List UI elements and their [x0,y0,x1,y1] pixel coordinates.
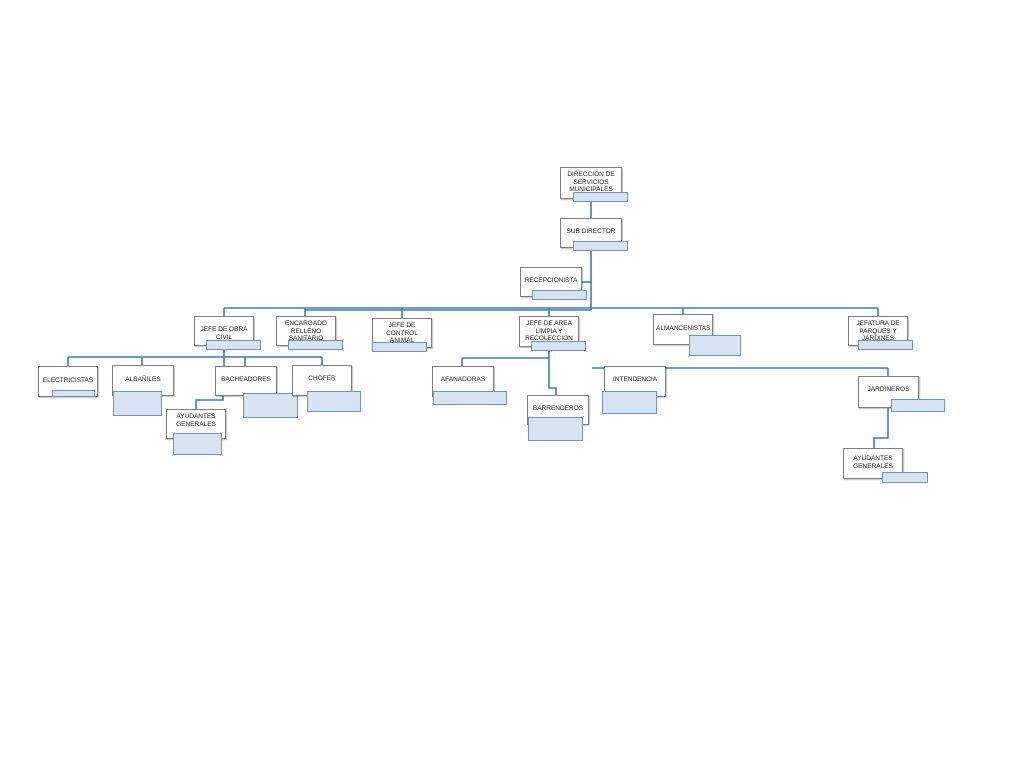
subbox-jefe-control [372,342,427,352]
node-label: BACHEADORES [221,376,271,383]
node-label: DIRECCION DE SERVICIOS MUNICIPALES [567,171,615,193]
subbox-jefe-area [531,341,586,351]
connector-ayudantes-2 [873,408,889,448]
connector-ayudantes-1 [195,396,224,409]
subbox-albaniles [113,391,162,416]
subbox-direccion [573,192,628,202]
node-label: CHOFER [308,375,336,382]
node-label: JEFE DE OBRA CIVIL [200,326,248,341]
node-label: AYUDANTES GENERALES [853,455,893,470]
node-label: BARRENDEROS [532,405,584,412]
subbox-ayudantes-2 [882,472,928,483]
node-label: ALMANCENISTAS [656,325,711,332]
node-label: ENCARGADO RELLENO SANITARIO [285,320,327,342]
node-label: AYUDANTES GENERALES [176,413,216,428]
subbox-afanadoras [433,391,507,405]
subbox-chofer [307,391,361,412]
subbox-encargado-relleno [288,340,343,350]
subbox-electricistas [52,390,95,397]
node-label: SUB DIRECTOR [566,228,616,235]
subbox-bacheadores [243,393,298,418]
node-label: ALBAÑILES [125,376,161,383]
subbox-barrenderos [528,417,583,441]
node-chofer: CHOFER [292,365,352,396]
node-albaniles: ALBAÑILES [112,365,174,396]
subbox-jardineros [891,399,945,412]
node-label: RECEPCIONISTA [524,277,578,284]
connector-barrenderos-a [548,358,557,395]
subbox-jefatura-parques [858,340,913,350]
node-label: JARDINEROS [867,386,910,393]
subbox-recepcionista [532,290,587,300]
subbox-almacenistas [689,335,741,356]
node-bacheadores: BACHEADORES [215,366,277,396]
node-label: INTENDENCIA [612,376,658,383]
subbox-jefe-obra [206,340,261,350]
subbox-subdirector [573,241,628,251]
subbox-ayudantes-1 [173,433,222,455]
node-label: ELECTRICISTAS [42,377,94,384]
subbox-intendencia [602,391,657,414]
node-label: JEFATURA DE PARQUES Y JARDINES [856,320,900,342]
node-label: JEFE DE AREA LIMPIA Y RECOLECCION [525,320,573,342]
node-label: AFANADORAS [440,376,486,383]
node-label: JEFE DE CONTROL ANIMAL [386,322,418,344]
